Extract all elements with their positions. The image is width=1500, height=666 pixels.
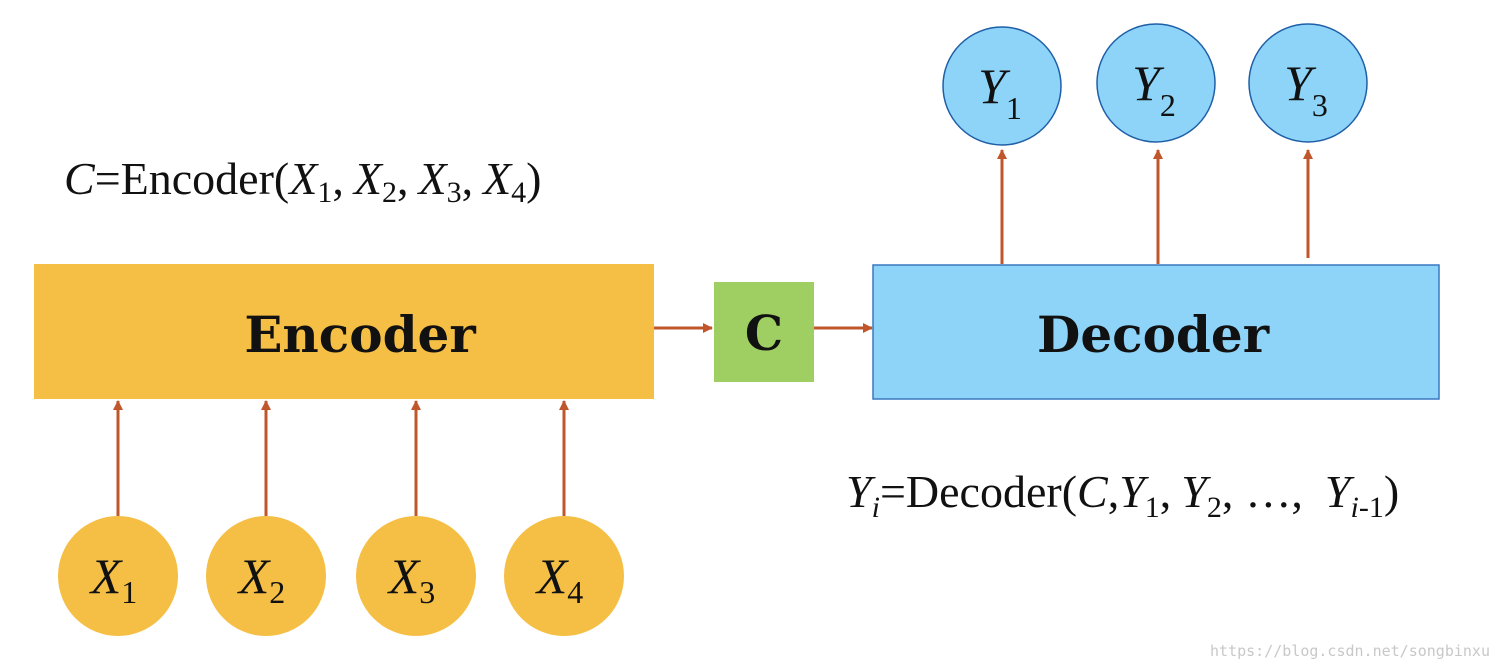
decoder-block: [872, 264, 1440, 400]
output-node-y1: Y1: [942, 26, 1062, 146]
formula-x3: X: [416, 153, 448, 204]
encoder-block: [34, 264, 654, 399]
output-var: Y: [1284, 55, 1317, 111]
formula-comma: ,: [462, 153, 474, 204]
formula-comma: ,: [1222, 466, 1234, 517]
svg-text:X4: X4: [535, 548, 584, 610]
input-sub: 3: [419, 574, 435, 610]
formula-close-paren: ): [1384, 466, 1399, 517]
formula-ellipsis: …: [1245, 466, 1291, 517]
input-var: X: [237, 548, 272, 604]
formula-c: C: [64, 153, 96, 204]
formula-yi-minus-1: Y: [1325, 466, 1355, 517]
output-sub: 1: [1006, 90, 1022, 126]
formula-equals: =: [95, 153, 121, 204]
input-sub: 1: [121, 574, 137, 610]
formula-x4-sub: 4: [511, 176, 526, 209]
svg-text:Y2: Y2: [1132, 55, 1176, 123]
formula-yi-minus-1-sub-i: i: [1350, 491, 1358, 524]
formula-yi-sub: i: [872, 491, 880, 524]
output-var: Y: [978, 58, 1011, 114]
formula-y1: Y: [1119, 466, 1149, 517]
decoder-formula: Yi=Decoder(C,Y1,Y2,…,Yi-1): [846, 466, 1399, 524]
formula-func-name: Encoder: [121, 153, 274, 204]
output-node-y2: Y2: [1096, 23, 1216, 143]
input-node-x2: X2: [206, 516, 326, 636]
formula-c: C: [1077, 466, 1109, 517]
output-sub: 2: [1160, 87, 1176, 123]
formula-x2: X: [352, 153, 384, 204]
formula-y2-sub: 2: [1207, 491, 1222, 524]
formula-open-paren: (: [274, 153, 289, 204]
input-sub: 4: [567, 574, 583, 610]
formula-comma: ,: [1108, 466, 1120, 517]
formula-comma: ,: [1160, 466, 1172, 517]
svg-text:X3: X3: [387, 548, 436, 610]
svg-text:Y3: Y3: [1284, 55, 1328, 123]
formula-x1-sub: 1: [317, 176, 332, 209]
input-var: X: [387, 548, 422, 604]
encoder-label: Encoder: [244, 305, 476, 364]
input-node-x1: X1: [58, 516, 178, 636]
formula-y1-sub: 1: [1145, 491, 1160, 524]
formula-equals: =: [880, 466, 906, 517]
output-node-y3: Y3: [1248, 23, 1368, 143]
formula-close-paren: ): [526, 153, 541, 204]
formula-x4: X: [481, 153, 513, 204]
input-var: X: [89, 548, 124, 604]
decoder-label: Decoder: [1037, 305, 1270, 364]
encoder-formula: C=Encoder(X1,X2,X3,X4): [64, 153, 542, 209]
formula-y2: Y: [1181, 466, 1211, 517]
svg-text:X2: X2: [237, 548, 286, 610]
input-sub: 2: [269, 574, 285, 610]
formula-x2-sub: 2: [382, 176, 397, 209]
output-var: Y: [1132, 55, 1165, 111]
input-node-x4: X4: [504, 516, 624, 636]
svg-text:Y1: Y1: [978, 58, 1022, 126]
formula-yi: Y: [846, 466, 876, 517]
input-var: X: [535, 548, 570, 604]
watermark: https://blog.csdn.net/songbinxu: [1210, 642, 1490, 660]
context-label: C: [745, 306, 783, 362]
formula-x1: X: [287, 153, 319, 204]
formula-open-paren: (: [1062, 466, 1077, 517]
formula-comma: ,: [332, 153, 344, 204]
formula-comma: ,: [397, 153, 409, 204]
context-block: [714, 282, 814, 382]
formula-x3-sub: 3: [447, 176, 462, 209]
formula-yi-minus-1-sub: -1: [1359, 491, 1384, 524]
output-sub: 3: [1312, 87, 1328, 123]
formula-comma: ,: [1291, 466, 1303, 517]
svg-text:X1: X1: [89, 548, 138, 610]
formula-func-name: Decoder: [906, 466, 1062, 517]
input-node-x3: X3: [356, 516, 476, 636]
